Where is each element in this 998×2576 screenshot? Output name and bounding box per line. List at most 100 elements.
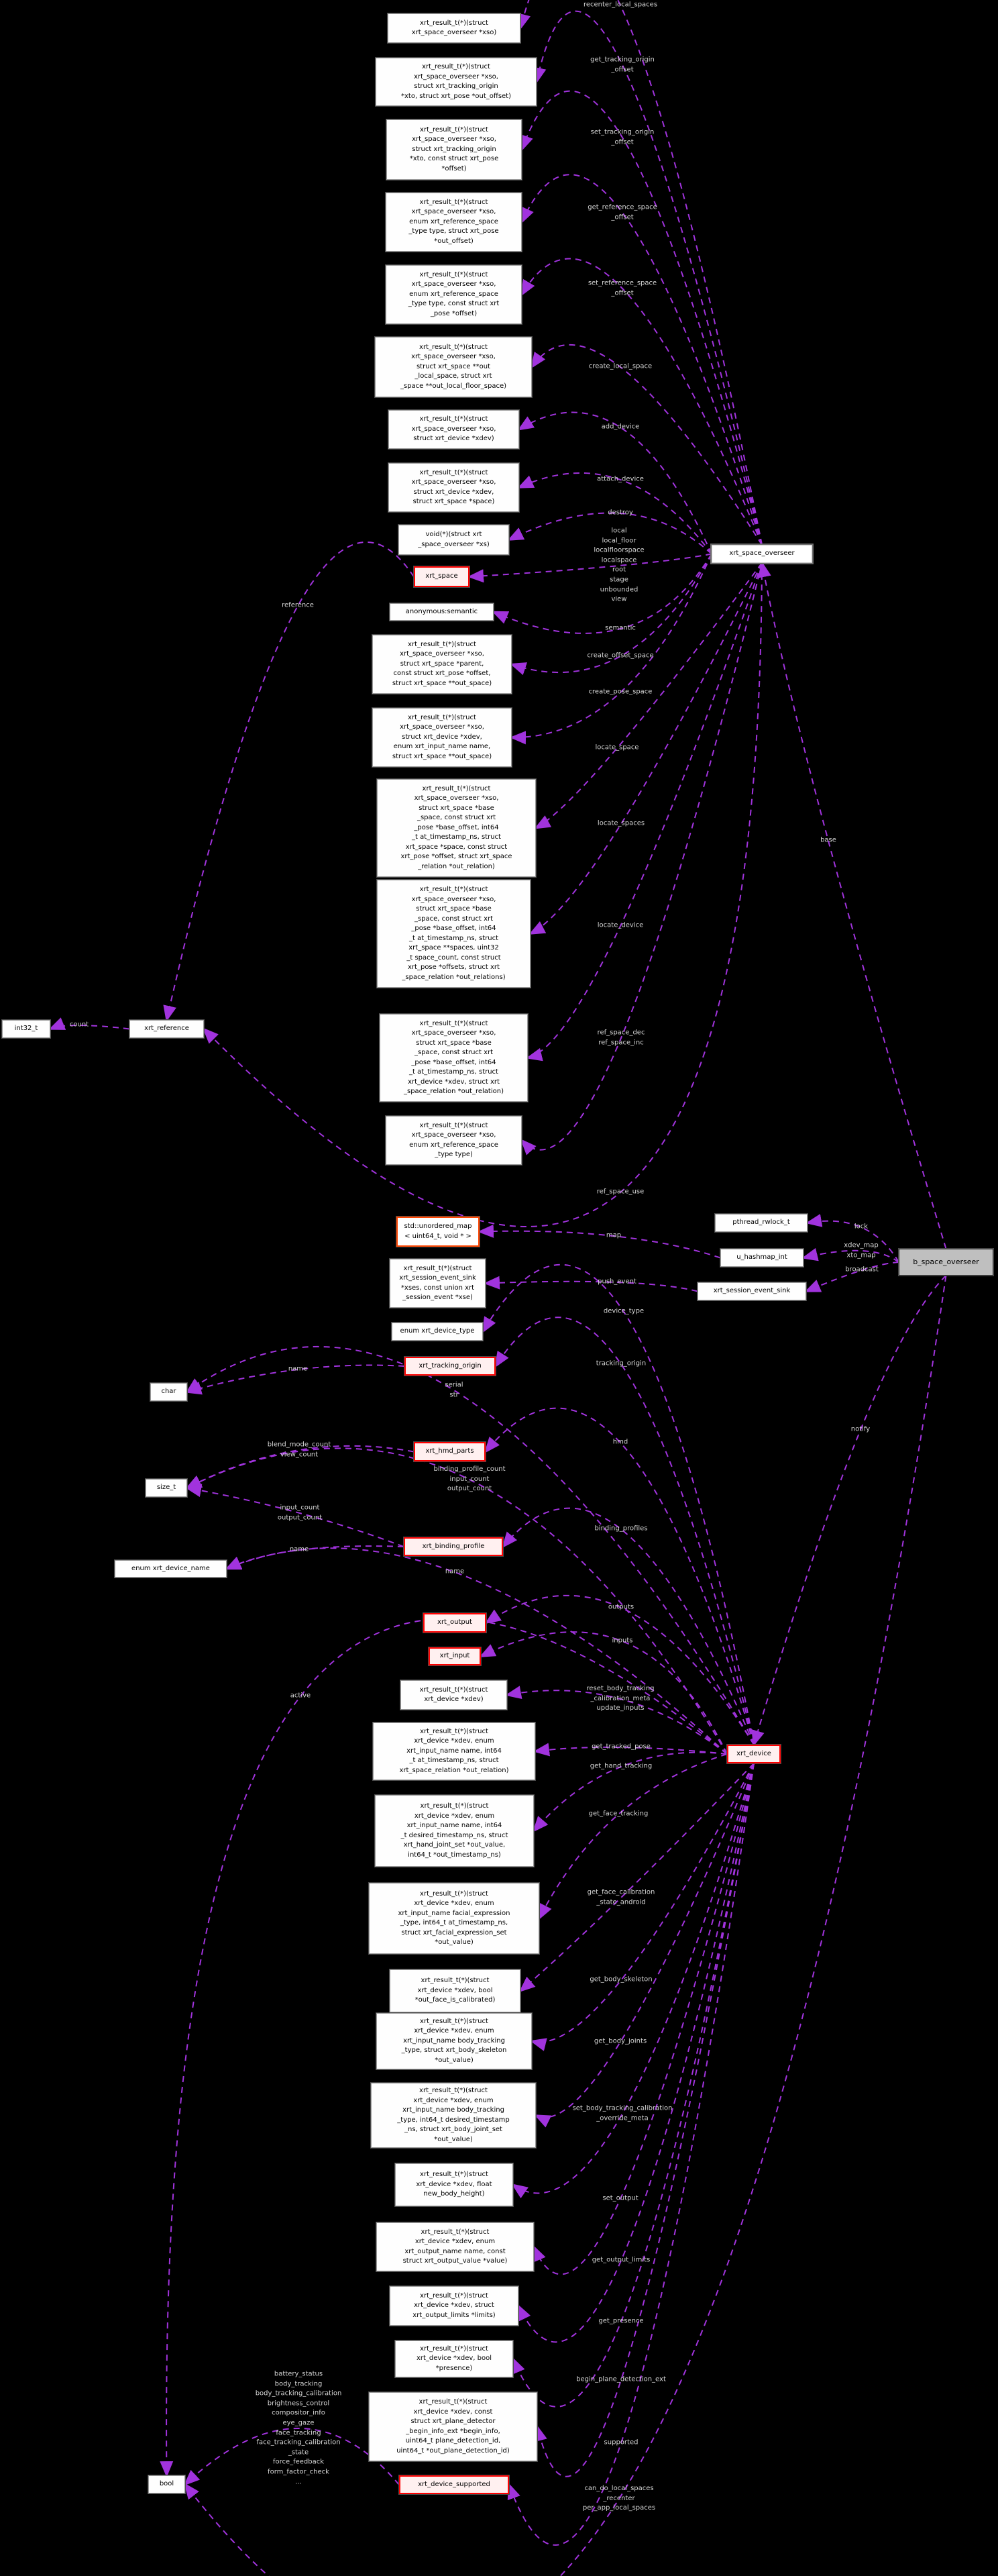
edge-b-space-overseer-to-xrt-device <box>751 1275 947 1747</box>
edge-label-set-body-tracking-calibration: set_body_tracking_calibration _override_… <box>572 2104 673 2122</box>
edge-label-name: name <box>289 1545 309 1553</box>
node-body-height-fn[interactable]: xrt_result_t(*)(struct xrt_device *xdev,… <box>395 2163 513 2206</box>
edge-u-hashmap-int-to-unordered-map <box>478 1224 721 1259</box>
node-get-tracked-pose-fn[interactable]: xrt_result_t(*)(struct xrt_device *xdev,… <box>373 1722 535 1780</box>
edge-xrt-space-overseer-to-attach-device <box>517 472 712 555</box>
node-bool[interactable]: bool <box>148 2475 185 2493</box>
node-xrt-hmd-parts[interactable]: xrt_hmd_parts <box>414 1442 486 1461</box>
node-xrt-session-event-sink[interactable]: xrt_session_event_sink <box>698 1282 806 1300</box>
edge-xrt-binding-profile-to-enum-xrt-device-name <box>225 1545 404 1570</box>
edge-xrt-space-overseer-to-ref-space-fn <box>520 562 763 1155</box>
node-xrt-input[interactable]: xrt_input <box>429 1647 481 1665</box>
edge-xrt-device-to-char <box>185 1345 755 1745</box>
node-get-tracking-origin-offset[interactable]: xrt_result_t(*)(struct xrt_space_oversee… <box>376 58 537 106</box>
node-xrt-space-overseer[interactable]: xrt_space_overseer <box>712 545 812 563</box>
node-xrt-reference[interactable]: xrt_reference <box>129 1020 204 1038</box>
edge-xrt-device-to-xrt-tracking-origin <box>494 1317 755 1745</box>
edge-label-get-tracking-origin: get_tracking_origin _offset <box>590 56 655 73</box>
edge-label-set-reference-space: set_reference_space _offset <box>588 279 657 297</box>
edge-label-device-type: device_type <box>603 1307 645 1315</box>
edge-label-name: name <box>445 1567 465 1576</box>
node-unordered-map[interactable]: std::unordered_map < uint64_t, void * > <box>396 1217 480 1247</box>
node-recenter[interactable]: xrt_result_t(*)(struct xrt_space_oversee… <box>388 13 520 43</box>
edge-xrt-space-overseer-to-create-pose-space <box>510 554 712 745</box>
node-update-inputs-fn[interactable]: xrt_result_t(*)(struct xrt_device *xdev) <box>400 1680 507 1710</box>
edge-b-space-overseer-to-xrt-session-event-sink <box>804 1261 899 1292</box>
edge-xrt-space-overseer-to-locate-space <box>534 562 763 829</box>
node-size-t[interactable]: size_t <box>146 1479 187 1497</box>
node-locate-spaces[interactable]: xrt_result_t(*)(struct xrt_space_oversee… <box>377 880 531 988</box>
edge-label-input-count: input_count output_count <box>277 1504 323 1521</box>
node-anonymous-semantic[interactable]: anonymous:semantic <box>390 603 494 621</box>
edge-xrt-space-overseer-to-anonymous-semantic <box>492 553 712 634</box>
edge-b-space-overseer-to-xrt-space-overseer <box>758 561 947 1249</box>
edge-label-set-output: set_output <box>602 2194 639 2202</box>
node-enum-xrt-device-name[interactable]: enum xrt_device_name <box>115 1560 227 1578</box>
node-push-event-fn[interactable]: xrt_result_t(*)(struct xrt_session_event… <box>390 1259 486 1308</box>
edge-xrt-device-to-xrt-input <box>479 1631 728 1755</box>
edge-label-battery-status: battery_status body_tracking body_tracki… <box>255 2370 342 2485</box>
node-get-presence-fn[interactable]: xrt_result_t(*)(struct xrt_device *xdev,… <box>395 2340 513 2377</box>
node-locate-space[interactable]: xrt_result_t(*)(struct xrt_space_oversee… <box>377 779 536 877</box>
node-create-local-space[interactable]: xrt_result_t(*)(struct xrt_space_oversee… <box>375 337 532 397</box>
edge-label-base: base <box>820 836 836 844</box>
node-add-device[interactable]: xrt_result_t(*)(struct xrt_space_oversee… <box>388 410 519 449</box>
node-set-tracking-origin-offset[interactable]: xrt_result_t(*)(struct xrt_space_oversee… <box>386 119 522 180</box>
edge-label-count: count <box>69 1021 89 1029</box>
node-get-body-joints-fn[interactable]: xrt_result_t(*)(struct xrt_device *xdev,… <box>371 2083 536 2148</box>
edge-xrt-device-to-size-t <box>185 1447 728 1755</box>
edge-label-active: active <box>290 1692 311 1700</box>
node-xrt-tracking-origin[interactable]: xrt_tracking_origin <box>404 1357 496 1376</box>
node-face-calibrated-fn[interactable]: xrt_result_t(*)(struct xrt_device *xdev,… <box>390 1969 520 2012</box>
edge-xrt-space-overseer-to-recenter <box>517 0 763 546</box>
edge-label-reset-body-tracking: reset_body_tracking _calibration_meta up… <box>586 1685 655 1712</box>
edge-xrt-space-overseer-to-locate-spaces <box>529 562 763 935</box>
edge-xrt-space-overseer-to-xrt-space <box>467 553 712 583</box>
edge-xrt-device-to-xrt-binding-profile <box>502 1507 755 1745</box>
edge-xrt-reference-to-int32-t <box>48 1017 130 1030</box>
node-locate-device[interactable]: xrt_result_t(*)(struct xrt_space_oversee… <box>380 1014 528 1102</box>
node-b-space-overseer[interactable]: b_space_overseer <box>899 1249 993 1276</box>
edge-xrt-space-overseer-to-xrt-reference <box>202 562 763 1227</box>
node-enum-xrt-device-type[interactable]: enum xrt_device_type <box>392 1323 483 1341</box>
node-create-pose-space[interactable]: xrt_result_t(*)(struct xrt_space_oversee… <box>372 708 512 767</box>
node-set-output-fn[interactable]: xrt_result_t(*)(struct xrt_device *xdev,… <box>376 2222 534 2271</box>
edge-xrt-space-overseer-to-set-reference-space-offset <box>520 258 763 546</box>
node-destroy-fn[interactable]: void(*)(struct xrt _space_overseer *xs) <box>398 525 509 555</box>
edge-xrt-device-to-xrt-output <box>484 1594 755 1745</box>
node-ref-space-fn[interactable]: xrt_result_t(*)(struct xrt_space_oversee… <box>386 1116 522 1165</box>
edge-label-add-device: add_device <box>601 423 640 431</box>
edge-label-get-tracked-pose: get_tracked_pose <box>592 1743 651 1751</box>
node-plane-detection-fn[interactable]: xrt_result_t(*)(struct xrt_device *xdev,… <box>369 2392 537 2461</box>
node-xrt-binding-profile[interactable]: xrt_binding_profile <box>404 1537 503 1556</box>
edge-xrt-device-to-get-hand-tracking-fn <box>533 1751 728 1833</box>
node-get-reference-space-offset[interactable]: xrt_result_t(*)(struct xrt_space_oversee… <box>386 193 522 252</box>
node-create-offset-space[interactable]: xrt_result_t(*)(struct xrt_space_oversee… <box>372 635 512 694</box>
edge-label-destroy: destroy <box>608 509 633 517</box>
node-pthread-rwlock-t[interactable]: pthread_rwlock_t <box>715 1214 808 1232</box>
edge-label-get-face-calibration: get_face_calibration _state_android <box>587 1888 655 1906</box>
node-u-hashmap-int[interactable]: u_hashmap_int <box>720 1249 803 1267</box>
node-char[interactable]: char <box>150 1383 187 1401</box>
edge-xrt-binding-profile-to-size-t <box>185 1484 404 1547</box>
edge-xrt-device-to-get-body-skeleton-fn <box>530 1763 755 2051</box>
node-xrt-space[interactable]: xrt_space <box>414 566 469 587</box>
edge-label-ref-space-dec: ref_space_dec ref_space_inc <box>597 1029 645 1046</box>
edge-b-space-overseer-to-bool <box>184 1275 947 2576</box>
node-xrt-device[interactable]: xrt_device <box>727 1745 781 1763</box>
node-xrt-device-supported[interactable]: xrt_device_supported <box>399 2475 509 2494</box>
edge-label-xdev-map: xdev_map xto_map <box>844 1241 879 1259</box>
edge-label-blend-mode-count: blend_mode_count view_count <box>267 1441 331 1458</box>
node-xrt-output[interactable]: xrt_output <box>423 1613 486 1633</box>
node-get-hand-tracking-fn[interactable]: xrt_result_t(*)(struct xrt_device *xdev,… <box>375 1795 534 1867</box>
edge-label-semantic: semantic <box>605 624 636 632</box>
edge-xrt-device-to-set-output-fn <box>533 1763 755 2275</box>
node-set-reference-space-offset[interactable]: xrt_result_t(*)(struct xrt_space_oversee… <box>386 265 522 324</box>
node-attach-device[interactable]: xrt_result_t(*)(struct xrt_space_oversee… <box>388 463 519 512</box>
node-get-face-tracking-fn[interactable]: xrt_result_t(*)(struct xrt_device *xdev,… <box>369 1883 539 1954</box>
edge-label-hmd: hmd <box>612 1438 628 1446</box>
node-get-body-skeleton-fn[interactable]: xrt_result_t(*)(struct xrt_device *xdev,… <box>376 2013 532 2069</box>
node-int32-t[interactable]: int32_t <box>2 1020 50 1038</box>
node-get-output-limits-fn[interactable]: xrt_result_t(*)(struct xrt_device *xdev,… <box>390 2286 518 2326</box>
